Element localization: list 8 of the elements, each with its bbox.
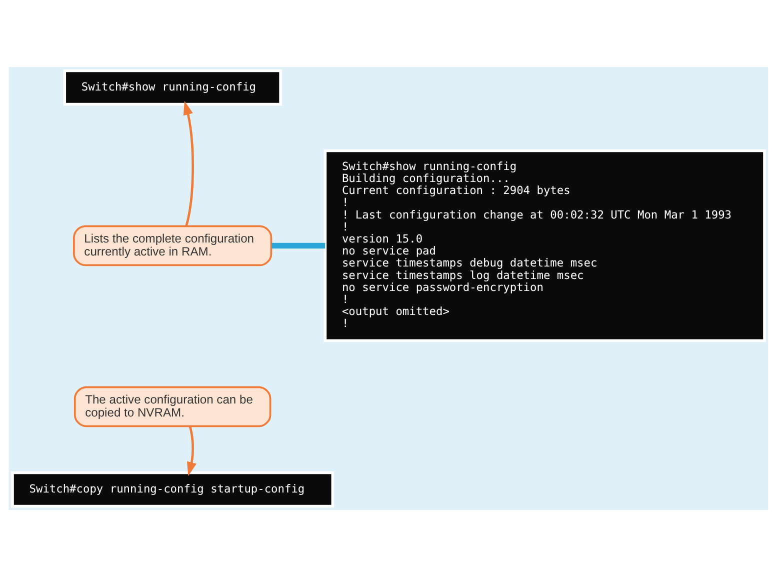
node-box: Switch#copy running-config startup-config (11, 470, 334, 508)
node-box: Switch#show running-config Building configuration... Current configuration : 2904 bytes ! ! Last configuration change at 00:02:32 UTC Mon Mar 1 1993 ! version 15.0 no service pad service timestamps debug datetime msec service timestamps log datetime msec no service password-encryption ! <output omitted> ! (324, 148, 766, 342)
node-box: Switch#show running-config (63, 68, 282, 106)
node-box: Lists the complete configuration currently active in RAM. (73, 224, 272, 266)
node-box: The active configuration can be copied to NVRAM. (74, 386, 272, 427)
arrow (183, 100, 194, 226)
arrow (187, 426, 196, 476)
connector (271, 242, 326, 248)
